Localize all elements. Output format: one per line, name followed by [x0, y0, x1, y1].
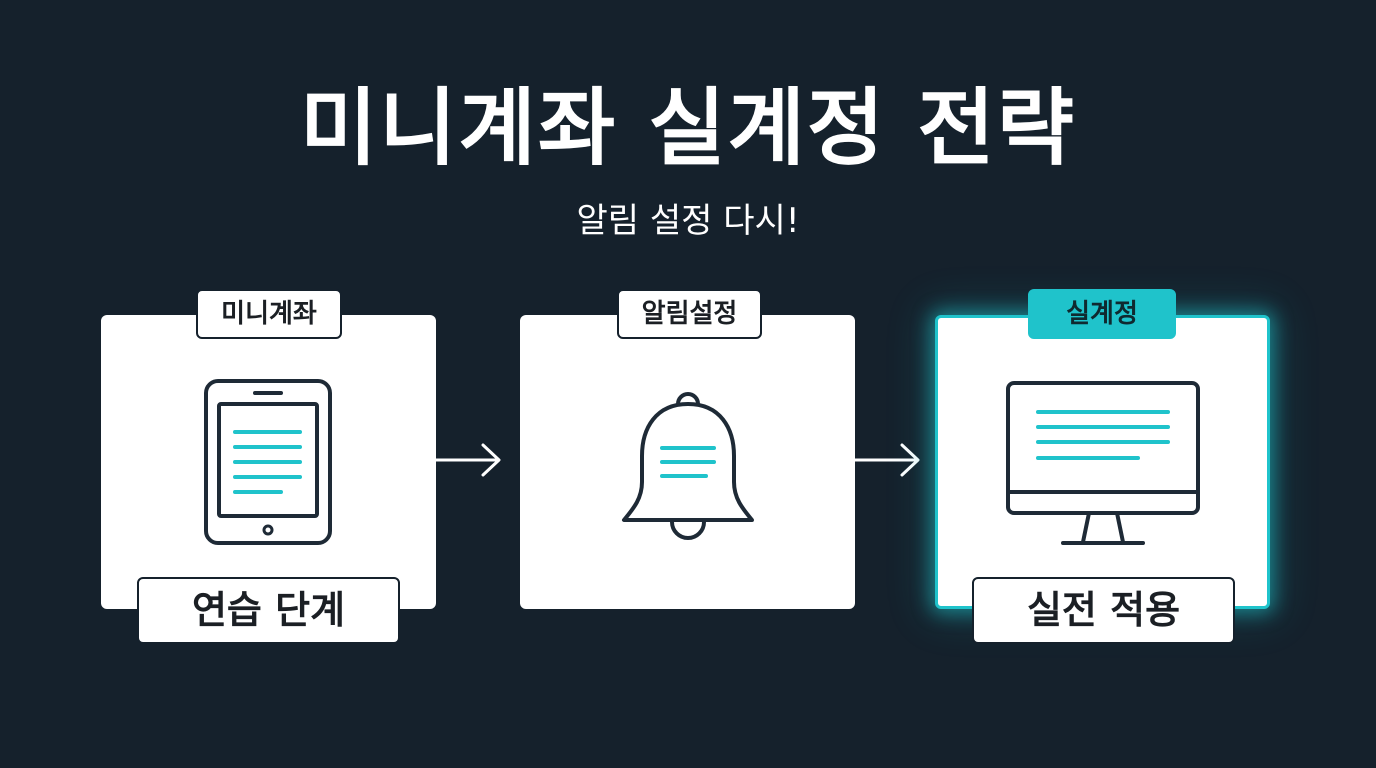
page-title: 미니계좌 실계정 전략 — [299, 79, 1076, 177]
step-tag-real-account: 실계정 — [1028, 289, 1176, 339]
monitor-icon — [1006, 381, 1200, 545]
arrow-right-icon — [855, 443, 920, 477]
tablet-icon — [204, 379, 332, 545]
bell-icon — [622, 392, 754, 540]
step-label-practice: 연습 단계 — [137, 577, 400, 644]
page-subtitle: 알림 설정 다시! — [576, 201, 800, 241]
step-label-real-application: 실전 적용 — [972, 577, 1235, 644]
step-tag-mini-account: 미니계좌 — [196, 289, 342, 339]
step-tag-alert-settings: 알림설정 — [617, 289, 762, 339]
arrow-right-icon — [436, 443, 501, 477]
